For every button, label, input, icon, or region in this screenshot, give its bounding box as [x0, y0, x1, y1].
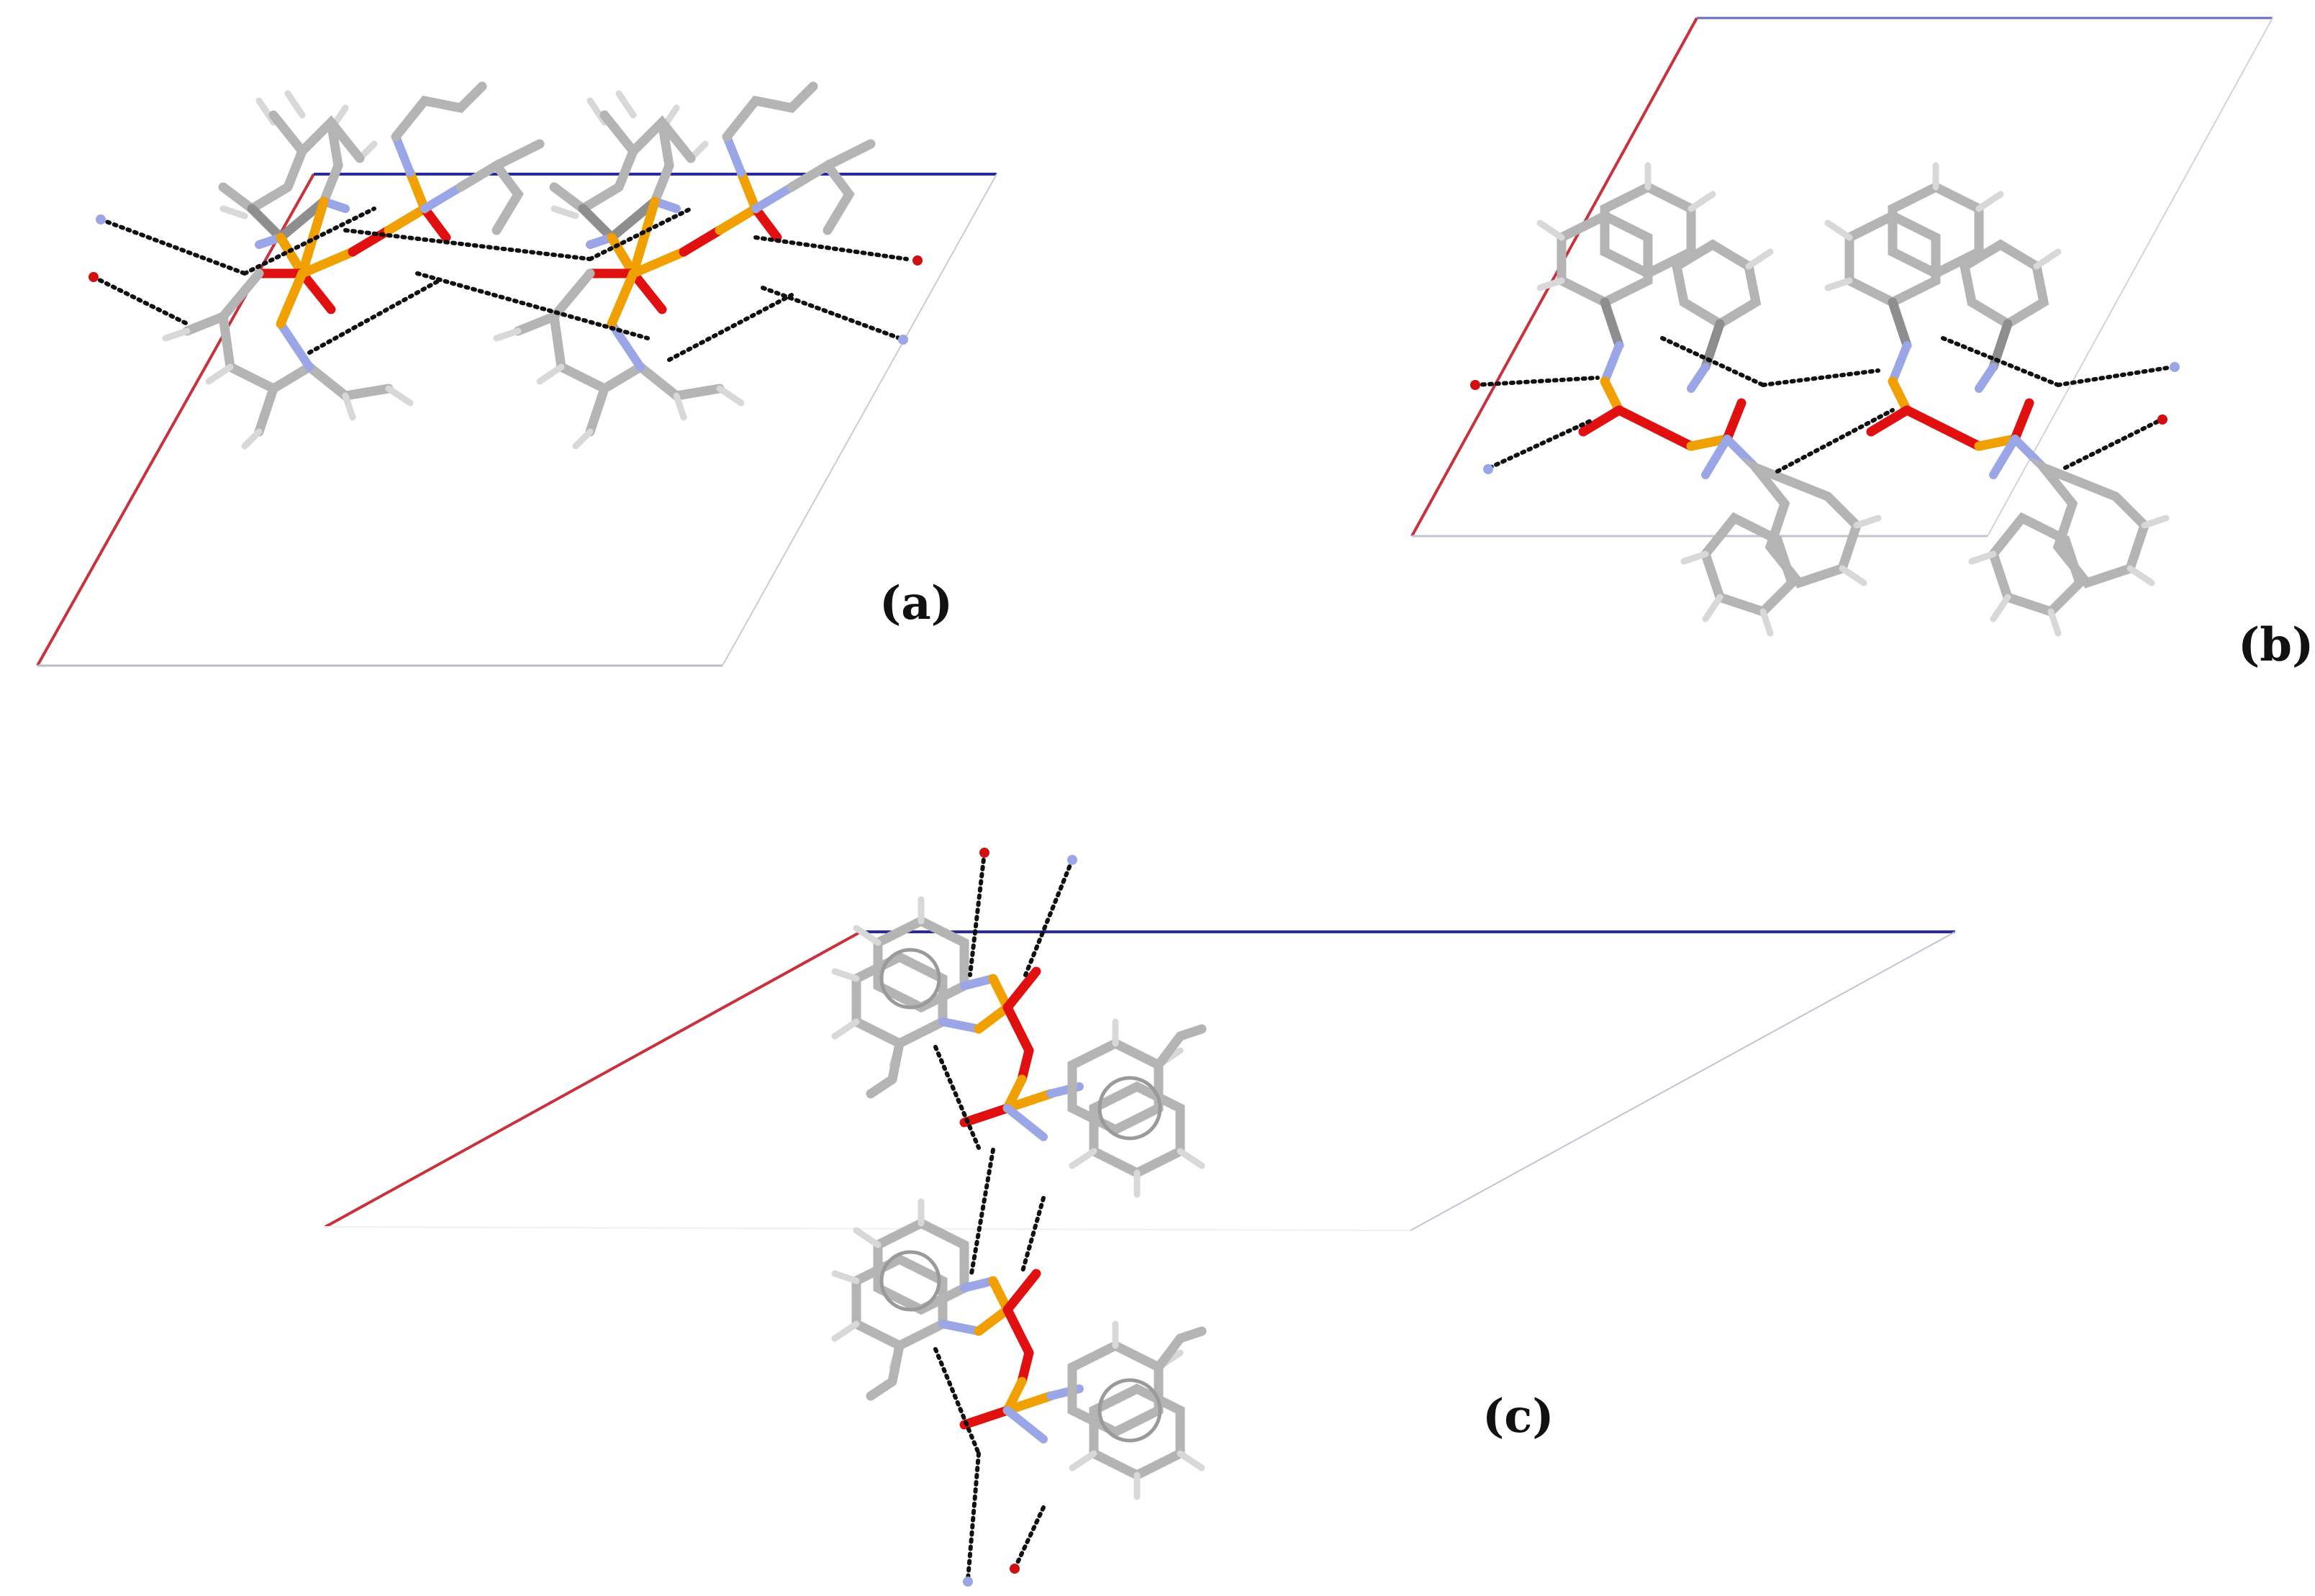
molecule — [835, 899, 1202, 1194]
atom-n — [1483, 464, 1493, 474]
panel-label-a: (a) — [879, 576, 953, 630]
cell-edge — [1987, 17, 2273, 537]
atom-o — [1470, 380, 1480, 390]
atom-n — [963, 1577, 973, 1587]
atom-n — [1067, 855, 1077, 865]
molecule — [1828, 166, 2166, 633]
atom-o — [89, 272, 99, 282]
atom-n — [2170, 362, 2180, 372]
molecule — [835, 1202, 1202, 1497]
atom-n — [96, 214, 106, 225]
hydrogen-bond — [933, 851, 1074, 1582]
panel-c: (c) — [325, 848, 1956, 1587]
atom-o — [2157, 414, 2167, 425]
panel-a: (a) — [36, 86, 997, 667]
atom-o — [979, 848, 989, 858]
cell-axis-a — [325, 930, 861, 1228]
atom-o — [912, 255, 923, 266]
cell-axis-a — [1410, 17, 1698, 537]
cell-edge — [1410, 931, 1956, 1231]
hydrogen-bond — [91, 207, 909, 362]
atom-o — [1010, 1564, 1020, 1574]
atom-n — [898, 335, 908, 345]
panel-b: (b) — [1410, 17, 2314, 672]
molecule — [1540, 166, 1878, 633]
cell-edge — [325, 1226, 1411, 1231]
cell-axis-a — [36, 173, 315, 666]
molecule — [497, 86, 871, 446]
hydrogen-bond — [1473, 336, 2175, 473]
cell-edge — [722, 173, 997, 666]
panel-label-b: (b) — [2238, 618, 2314, 672]
panel-label-c: (c) — [1482, 1389, 1554, 1443]
